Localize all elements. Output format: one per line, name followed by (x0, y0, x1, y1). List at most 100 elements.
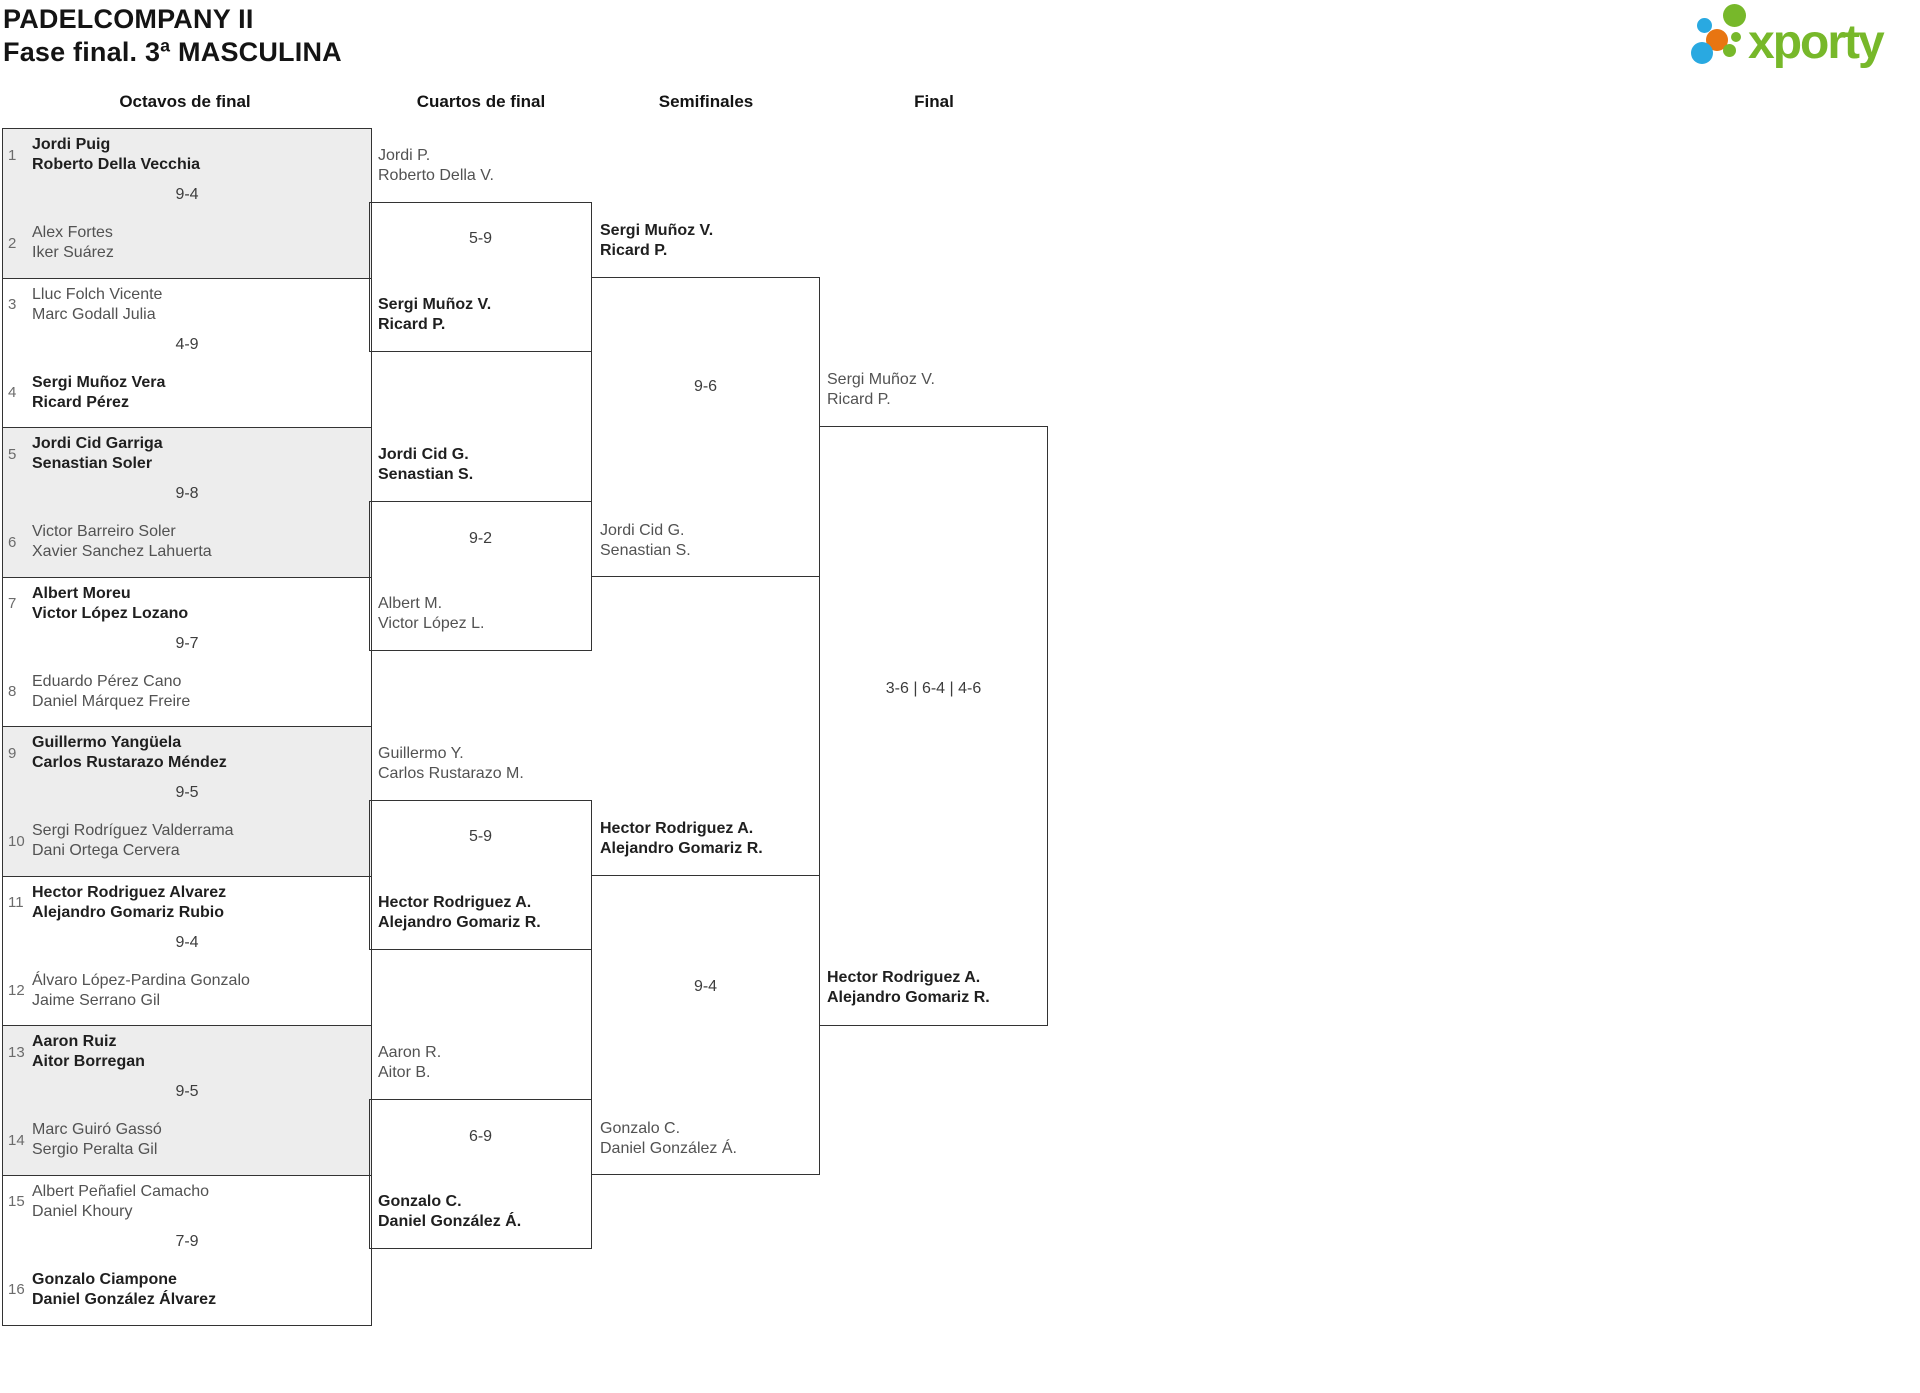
player-name: Guillermo Y. (378, 745, 464, 762)
cuartos-3-team-top: Guillermo Y. Carlos Rustarazo M. (378, 744, 596, 784)
seed-number: 7 (8, 595, 17, 612)
team-names: Álvaro López-Pardina Gonzalo Jaime Serra… (32, 971, 250, 1011)
player-name: Xavier Sanchez Lahuerta (32, 543, 212, 560)
player-name: Gonzalo C. (600, 1120, 681, 1137)
semifinal-2-team-bottom: Gonzalo C. Daniel González Á. (600, 1119, 818, 1159)
cuartos-2-team-bottom: Albert M. Victor López L. (378, 594, 596, 634)
team-names: Eduardo Pérez Cano Daniel Márquez Freire (32, 672, 190, 712)
team-names: Guillermo Yangüela Carlos Rustarazo Ménd… (32, 733, 227, 773)
seed-number: 8 (8, 683, 17, 700)
player-name: Jordi Cid G. (378, 446, 469, 463)
team-row: 12 Álvaro López-Pardina Gonzalo Jaime Se… (8, 971, 361, 1011)
player-name: Ricard P. (600, 242, 668, 259)
seed-number: 9 (8, 744, 17, 762)
team-names: Sergi Muñoz Vera Ricard Pérez (32, 373, 165, 413)
tournament-title: PADELCOMPANY II (3, 4, 254, 34)
player-name: Sergi Muñoz V. (600, 222, 714, 239)
player-name: Roberto Della V. (378, 167, 494, 184)
round-header-cuartos: Cuartos de final (416, 92, 546, 111)
octavos-match-4: 7 Albert Moreu Victor López Lozano 9-7 8… (3, 577, 371, 727)
seed-number: 6 (8, 533, 17, 551)
team-row: 13 Aaron Ruiz Aitor Borregan (8, 1032, 361, 1072)
team-row: 7 Albert Moreu Victor López Lozano (8, 584, 361, 624)
match-score: 9-4 (175, 186, 199, 203)
logo-dot-icon (1731, 32, 1741, 42)
player-name: Alejandro Gomariz R. (827, 989, 990, 1006)
team-names: Sergi Rodríguez Valderrama Dani Ortega C… (32, 821, 234, 861)
team-row: 16 Gonzalo Ciampone Daniel González Álva… (8, 1270, 361, 1310)
match-score: 4-9 (175, 335, 199, 353)
player-name: Dani Ortega Cervera (32, 842, 180, 859)
logo-dot-icon (1706, 29, 1728, 51)
team-row: 11 Hector Rodriguez Alvarez Alejandro Go… (8, 883, 361, 923)
cuartos-4-team-top: Aaron R. Aitor B. (378, 1043, 596, 1083)
player-name: Aitor Borregan (32, 1053, 145, 1070)
semifinal-2-team-top: Hector Rodriguez A. Alejandro Gomariz R. (600, 819, 818, 859)
player-name: Carlos Rustarazo Méndez (32, 754, 227, 771)
team-row: 8 Eduardo Pérez Cano Daniel Márquez Frei… (8, 672, 361, 712)
player-name: Daniel Khoury (32, 1202, 133, 1220)
player-name: Ricard P. (827, 391, 891, 408)
player-name: Victor López Lozano (32, 604, 189, 622)
semifinal-1-score: 9-6 (693, 378, 718, 395)
cuartos-4-team-bottom: Gonzalo C. Daniel González Á. (378, 1192, 596, 1232)
octavos-column: 1 Jordi Puig Roberto Della Vecchia 9-4 2… (2, 128, 372, 1326)
player-name: Eduardo Pérez Cano (32, 672, 182, 690)
player-name: Senastian S. (378, 466, 474, 483)
team-row: 4 Sergi Muñoz Vera Ricard Pérez (8, 373, 361, 413)
semifinal-1-team-top: Sergi Muñoz V. Ricard P. (600, 221, 818, 261)
player-name: Sergi Muñoz V. (827, 371, 935, 388)
player-name: Jordi Puig (32, 136, 111, 153)
team-names: Albert Peñafiel Camacho Daniel Khoury (32, 1182, 209, 1222)
player-name: Hector Rodriguez A. (827, 969, 981, 986)
logo-dot-icon (1723, 44, 1736, 57)
team-names: Alex Fortes Iker Suárez (32, 223, 114, 263)
cuartos-2-score: 9-2 (468, 530, 493, 547)
final-team-bottom: Hector Rodriguez A. Alejandro Gomariz R. (827, 968, 1045, 1008)
match-score: 9-7 (175, 634, 199, 652)
xporty-logo[interactable]: xporty (1686, 2, 1920, 78)
seed-number: 11 (8, 894, 24, 911)
team-row: 2 Alex Fortes Iker Suárez (8, 223, 361, 263)
team-row: 9 Guillermo Yangüela Carlos Rustarazo Mé… (8, 733, 361, 773)
player-name: Alejandro Gomariz Rubio (32, 903, 225, 921)
team-names: Aaron Ruiz Aitor Borregan (32, 1032, 145, 1072)
player-name: Sergi Muñoz V. (378, 296, 492, 313)
player-name: Aaron Ruiz (32, 1033, 117, 1050)
player-name: Iker Suárez (32, 244, 114, 261)
match-score: 7-9 (175, 1232, 199, 1250)
logo-dot-icon (1691, 42, 1713, 64)
category-subtitle: Fase final. 3ª MASCULINA (3, 37, 342, 67)
team-row: 5 Jordi Cid Garriga Senastian Soler (8, 434, 361, 474)
match-score: 9-8 (175, 485, 199, 502)
seed-number: 13 (8, 1043, 25, 1061)
player-name: Albert M. (378, 595, 443, 612)
octavos-match-3: 5 Jordi Cid Garriga Senastian Soler 9-8 … (3, 428, 371, 578)
player-name: Hector Rodriguez A. (378, 894, 532, 911)
player-name: Alejandro Gomariz R. (378, 914, 541, 931)
cuartos-1-team-top: Jordi P. Roberto Della V. (378, 146, 596, 186)
round-header-semifinales: Semifinales (658, 92, 754, 111)
team-names: Albert Moreu Victor López Lozano (32, 584, 188, 624)
semifinal-2-score: 9-4 (693, 978, 718, 995)
player-name: Daniel Márquez Freire (32, 692, 191, 710)
team-row: 10 Sergi Rodríguez Valderrama Dani Orteg… (8, 821, 361, 861)
player-name: Hector Rodriguez Alvarez (32, 883, 227, 901)
octavos-match-8: 15 Albert Peñafiel Camacho Daniel Khoury… (3, 1175, 371, 1325)
final-team-top: Sergi Muñoz V. Ricard P. (827, 370, 1045, 410)
cuartos-3-score: 5-9 (468, 828, 493, 845)
player-name: Jaime Serrano Gil (32, 991, 161, 1009)
team-names: Marc Guiró Gassó Sergio Peralta Gil (32, 1120, 162, 1160)
match-score: 9-4 (175, 933, 199, 951)
player-name: Ricard P. (378, 316, 446, 333)
octavos-match-7: 13 Aaron Ruiz Aitor Borregan 9-5 14 Marc… (3, 1026, 371, 1176)
cuartos-3-team-bottom: Hector Rodriguez A. Alejandro Gomariz R. (378, 893, 596, 933)
team-row: 3 Lluc Folch Vicente Marc Godall Julia (8, 285, 361, 325)
player-name: Aaron R. (378, 1044, 442, 1061)
round-header-octavos: Octavos de final (119, 92, 251, 111)
player-name: Sergi Rodríguez Valderrama (32, 822, 234, 839)
player-name: Lluc Folch Vicente (32, 285, 163, 303)
octavos-match-5: 9 Guillermo Yangüela Carlos Rustarazo Mé… (3, 727, 371, 877)
team-row: 15 Albert Peñafiel Camacho Daniel Khoury (8, 1182, 361, 1222)
